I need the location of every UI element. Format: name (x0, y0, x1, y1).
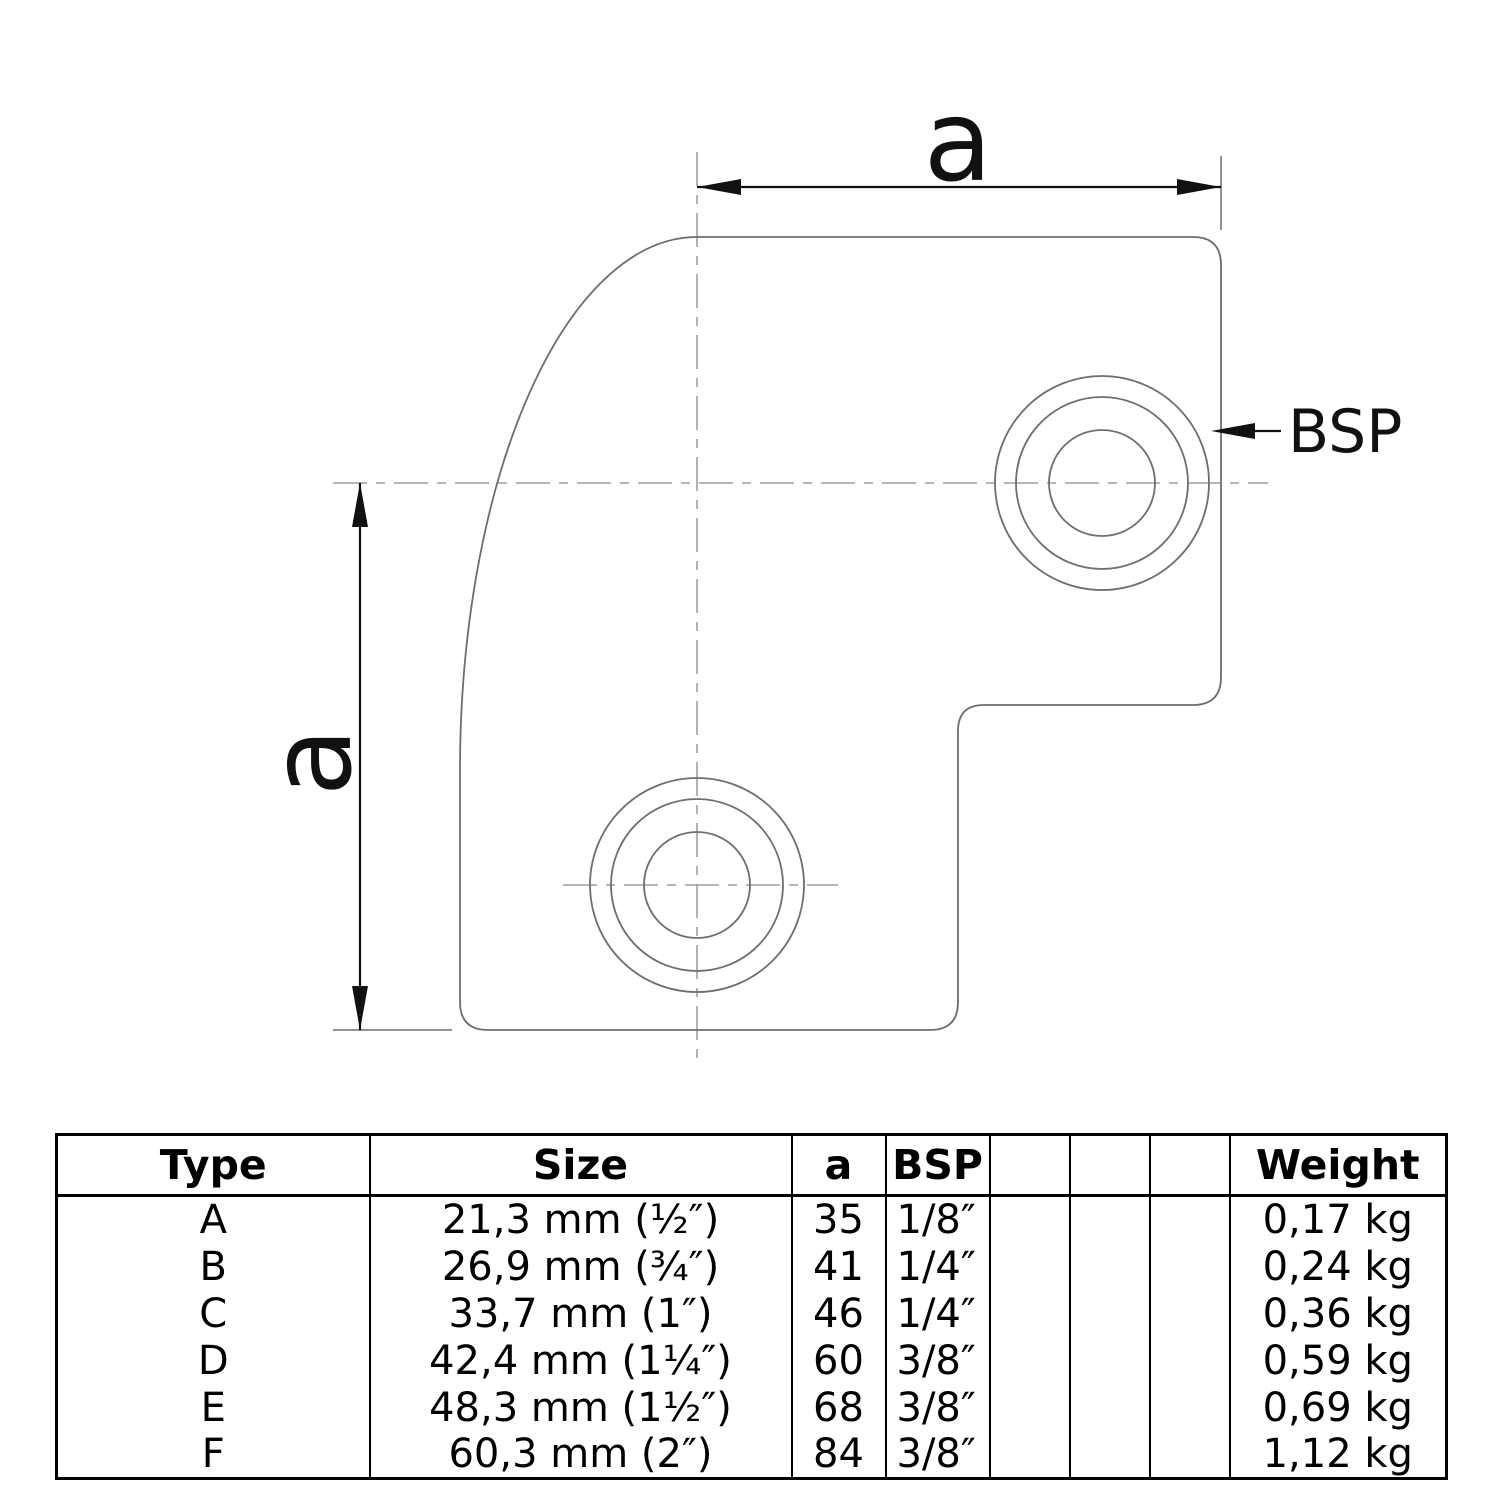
table-cell (1148, 1290, 1231, 1337)
table-cell: 26,9 mm (¾″) (368, 1243, 793, 1290)
table-cell: 0,59 kg (1228, 1337, 1448, 1384)
top-socket-middle-circle (1015, 396, 1189, 570)
table-cell: 33,7 mm (1″) (368, 1290, 793, 1337)
arrowhead-up-icon (352, 483, 368, 527)
table-cell (1148, 1243, 1231, 1290)
table-cell (988, 1195, 1071, 1243)
bsp-label: BSP (1288, 397, 1402, 467)
table-cell: 3/8″ (884, 1431, 991, 1479)
table-cell (988, 1290, 1071, 1337)
table-cell: 21,3 mm (½″) (368, 1195, 793, 1243)
table-cell (1148, 1195, 1231, 1243)
dimension-a-vertical: a (247, 483, 452, 1031)
table-cell: 41 (790, 1243, 887, 1290)
table-cell: 60 (790, 1337, 887, 1384)
table-cell: 0,24 kg (1228, 1243, 1448, 1290)
table-cell (1068, 1195, 1151, 1243)
bsp-callout: BSP (1211, 397, 1402, 467)
header-empty-2 (1068, 1134, 1151, 1197)
table-cell: 84 (790, 1431, 887, 1479)
top-socket-outer-circle (994, 375, 1210, 591)
table-cell: 0,17 kg (1228, 1195, 1448, 1243)
technical-drawing: a a BSP (247, 77, 1402, 1063)
table-cell (1068, 1243, 1151, 1290)
table-cell: 48,3 mm (1½″) (368, 1384, 793, 1431)
elbow-body-outline (459, 236, 1222, 1031)
bottom-socket (589, 777, 805, 993)
table-cell (1068, 1337, 1151, 1384)
table-cell (1068, 1290, 1151, 1337)
header-bsp: BSP (884, 1134, 991, 1197)
dimension-label-a-vertical: a (247, 728, 377, 797)
table-cell (988, 1431, 1071, 1479)
table-cell: 3/8″ (884, 1337, 991, 1384)
table-cell: 3/8″ (884, 1384, 991, 1431)
table-cell: C (55, 1290, 371, 1337)
table-cell: E (55, 1384, 371, 1431)
header-empty-1 (988, 1134, 1071, 1197)
table-cell (1148, 1431, 1231, 1479)
table-cell (988, 1384, 1071, 1431)
table-cell: 1,12 kg (1228, 1431, 1448, 1479)
table-cell: 1/8″ (884, 1195, 991, 1243)
table-cell: 46 (790, 1290, 887, 1337)
table-cell: 60,3 mm (2″) (368, 1431, 793, 1479)
table-cell: 68 (790, 1384, 887, 1431)
table-cell: D (55, 1337, 371, 1384)
arrowhead-down-icon (352, 986, 368, 1030)
table-cell (988, 1337, 1071, 1384)
header-type: Type (55, 1134, 371, 1197)
bottom-socket-inner-circle (643, 831, 751, 939)
table-cell: 42,4 mm (1¼″) (368, 1337, 793, 1384)
dimension-label-a-horizontal: a (924, 77, 993, 207)
top-socket (994, 375, 1210, 591)
table-cell (1148, 1337, 1231, 1384)
bsp-arrowhead-icon (1211, 423, 1255, 439)
table-cell: F (55, 1431, 371, 1479)
table-cell: 0,36 kg (1228, 1290, 1448, 1337)
table-cell (988, 1243, 1071, 1290)
dimension-a-horizontal: a (697, 77, 1222, 230)
top-socket-inner-circle (1048, 429, 1156, 537)
header-size: Size (368, 1134, 793, 1197)
header-weight: Weight (1228, 1134, 1448, 1197)
table-cell (1068, 1431, 1151, 1479)
table-cell: 0,69 kg (1228, 1384, 1448, 1431)
table-cell: 1/4″ (884, 1290, 991, 1337)
table-cell (1068, 1384, 1151, 1431)
arrowhead-left-icon (697, 179, 741, 195)
bottom-socket-middle-circle (610, 798, 784, 972)
table-cell: 1/4″ (884, 1243, 991, 1290)
table-cell: A (55, 1195, 371, 1243)
table-cell (1148, 1384, 1231, 1431)
header-a: a (790, 1134, 887, 1197)
table-cell: B (55, 1243, 371, 1290)
table-header-row: Type Size a BSP Weight (55, 1134, 1448, 1197)
arrowhead-right-icon (1177, 179, 1221, 195)
bottom-socket-outer-circle (589, 777, 805, 993)
table-cell: 35 (790, 1195, 887, 1243)
header-empty-3 (1148, 1134, 1231, 1197)
